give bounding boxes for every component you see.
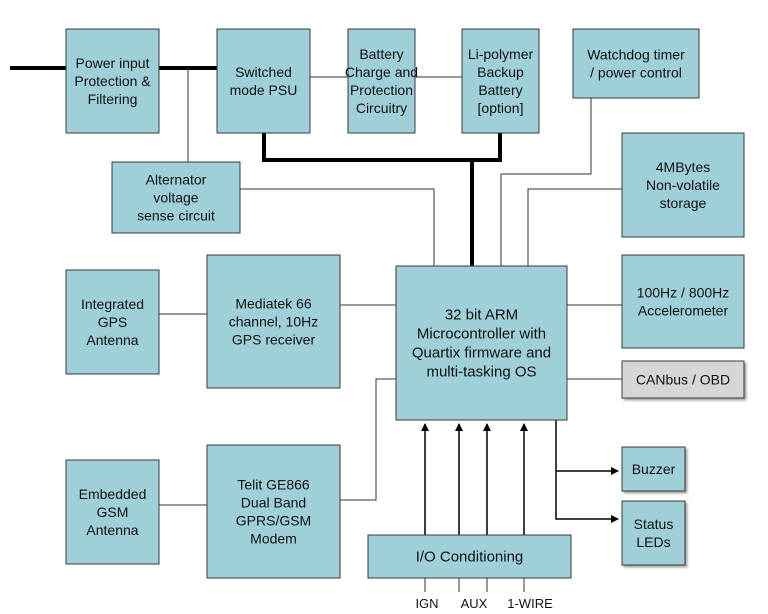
buzzer-rect: [621, 446, 686, 492]
mcu-label-line: Quartix firmware and: [412, 345, 551, 362]
accelerometer-label-line: Accelerometer: [638, 303, 729, 319]
modem-label-line: Modem: [250, 531, 297, 547]
gps-receiver-label-line: GPS receiver: [232, 332, 316, 348]
mcu-label-line: Microcontroller with: [417, 326, 546, 343]
battery-charge-label-line: Circuitry: [356, 100, 407, 116]
modem-label-line: Telit GE866: [237, 477, 310, 493]
battery-charge-label-line: Protection: [350, 82, 413, 98]
storage-to-mcu: [527, 188, 622, 266]
leds-arrow: [555, 420, 619, 523]
status-leds-label-line: LEDs: [636, 534, 670, 550]
buzzer-block: Buzzer: [621, 446, 686, 492]
psu-label-line: mode PSU: [230, 82, 298, 98]
alternator-label-line: voltage: [153, 190, 198, 206]
aux-label: AUX: [461, 596, 488, 611]
mcu-rect: [395, 265, 568, 421]
buzzer-label-line: Buzzer: [632, 461, 676, 477]
alternator-rect: [111, 161, 241, 234]
alternator-label-line: Alternator: [146, 172, 207, 188]
battery-charge-label-line: Battery: [359, 46, 403, 62]
gps-antenna-label-line: GPS: [98, 314, 128, 330]
gps-antenna-rect: [65, 269, 160, 375]
storage-label-line: Non-volatile: [646, 177, 720, 193]
accelerometer-rect: [621, 254, 745, 349]
1wire-label: 1-WIRE: [507, 596, 553, 611]
storage-rect: [621, 132, 745, 238]
watchdog-rect: [572, 28, 700, 99]
power-input-label-line: Protection &: [74, 73, 151, 89]
gsm-antenna-rect: [65, 459, 160, 565]
gsm-antenna-label-line: GSM: [97, 504, 129, 520]
modem-label-line: GPRS/GSM: [236, 513, 311, 529]
switched-mode-psu-block: Switched mode PSU: [216, 28, 311, 134]
modem-rect: [206, 444, 341, 579]
canbus-rect: [621, 360, 745, 399]
watchdog-to-mcu: [500, 98, 592, 266]
psu-rect: [216, 28, 311, 134]
gps-antenna-label-line: Integrated: [81, 296, 144, 312]
io-conditioning-rect: [367, 534, 572, 579]
modem-label-line: Dual Band: [241, 495, 306, 511]
storage-label-line: 4MBytes: [656, 159, 710, 175]
alternator-to-mcu: [240, 188, 435, 266]
ign-label: IGN: [415, 596, 438, 611]
backup-battery-label-line: Li-polymer: [468, 46, 534, 62]
power-input-label-line: Power input: [76, 55, 150, 71]
gsm-antenna-label-line: Embedded: [79, 486, 147, 502]
io-conditioning-label-line: I/O Conditioning: [416, 549, 524, 566]
battery-charge-label-line: Charge and: [345, 64, 418, 80]
gps-receiver-label-line: Mediatek 66: [235, 296, 311, 312]
power-input-rect: [65, 28, 160, 134]
io-conditioning-block: I/O Conditioning: [367, 534, 572, 579]
backup-battery-label-line: Battery: [478, 82, 522, 98]
gps-receiver-rect: [206, 254, 341, 389]
gps-antenna-label-line: Antenna: [86, 332, 138, 348]
gsm-antenna-label-line: Antenna: [86, 522, 138, 538]
accelerometer-label-line: 100Hz / 800Hz: [637, 285, 730, 301]
watchdog-label-line: / power control: [590, 65, 682, 81]
power-bus: [262, 133, 502, 162]
watchdog-label-line: Watchdog timer: [587, 47, 685, 63]
psu-label-line: Switched: [235, 64, 292, 80]
modem-to-mcu: [340, 378, 396, 501]
canbus-label-line: CANbus / OBD: [636, 372, 730, 388]
battery-charge-rect: [347, 28, 416, 134]
canbus-block: CANbus / OBD: [621, 360, 745, 399]
mcu-label-line: multi-tasking OS: [426, 364, 536, 381]
power-input-label-line: Filtering: [88, 91, 138, 107]
backup-battery-rect: [461, 28, 540, 134]
alternator-label-line: sense circuit: [137, 208, 215, 224]
backup-battery-label-line: [option]: [478, 100, 524, 116]
watchdog-block: Watchdog timer / power control: [572, 28, 700, 99]
alternator-block: Alternator voltage sense circuit: [111, 161, 241, 234]
storage-label-line: storage: [660, 195, 707, 211]
gps-receiver-label-line: channel, 10Hz: [229, 314, 319, 330]
backup-battery-label-line: Backup: [477, 64, 524, 80]
status-leds-rect: [621, 500, 686, 566]
mcu-label-line: 32 bit ARM: [445, 307, 518, 324]
connections: [10, 66, 622, 592]
status-leds-label-line: Status: [634, 516, 674, 532]
